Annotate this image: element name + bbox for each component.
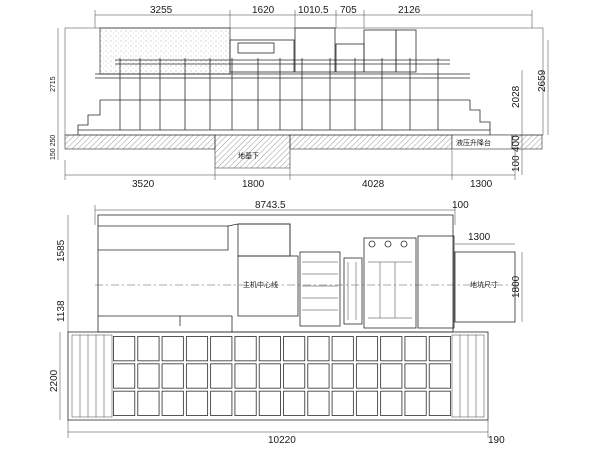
platform-cell	[355, 390, 379, 416]
plan-view: 8743.5 100 主机中心线	[56, 200, 523, 333]
label-lift: 液压升降台	[456, 138, 491, 147]
platform-cell	[331, 363, 354, 389]
main-frame-details	[302, 261, 412, 320]
platform-cell	[161, 390, 184, 416]
platform-cell	[380, 390, 403, 416]
platform-cell	[307, 363, 330, 389]
platform-cell	[185, 363, 209, 389]
dim-base-right-2: 100	[511, 155, 522, 172]
dim-platform-offset: 190	[488, 435, 505, 446]
dim-bottom-3: 4028	[362, 179, 385, 190]
platform-cell	[210, 363, 233, 389]
dim-top-4: 705	[340, 5, 357, 16]
platform-cell	[380, 363, 403, 389]
platform-cell	[331, 336, 354, 362]
platform-side-strip	[71, 334, 113, 418]
platform-cell	[210, 390, 233, 416]
platform-cell	[404, 390, 427, 416]
platform-cell	[428, 363, 451, 389]
platform-cell	[283, 363, 306, 389]
platform-cell	[258, 390, 281, 416]
dim-top-1: 3255	[150, 5, 173, 16]
platform-cell	[210, 336, 233, 362]
platform-cell	[113, 336, 136, 362]
dim-height-right-1: 2028	[511, 85, 522, 108]
platform-cell	[355, 336, 379, 362]
dim-base-left: 150 250	[50, 135, 57, 160]
platform-cell	[331, 390, 354, 416]
platform-cell	[283, 336, 306, 362]
platform-cell	[161, 336, 184, 362]
elevation-view: 3255 1620 1010.5 705 2126	[50, 5, 549, 190]
platform-cell	[428, 336, 451, 362]
dim-overall-offset: 100	[452, 200, 469, 211]
dim-bottom-2: 1800	[242, 179, 265, 190]
platform-cell	[234, 336, 257, 362]
platform-cell	[234, 363, 257, 389]
dim-top-3: 1010.5	[298, 5, 329, 16]
platform-cell	[234, 390, 257, 416]
platform-cell	[137, 336, 160, 362]
dim-bottom-1: 3520	[132, 179, 155, 190]
platform-cell	[307, 390, 330, 416]
platform-cell	[137, 390, 160, 416]
platform-cell	[307, 336, 330, 362]
dim-right-width: 1300	[468, 232, 491, 243]
platform-grid	[71, 334, 485, 418]
dim-platform-height: 2200	[49, 369, 60, 392]
platform-cell	[185, 336, 209, 362]
platform-cell	[380, 336, 403, 362]
platform-cell	[161, 363, 184, 389]
platform-cell	[404, 336, 427, 362]
platform-cell	[113, 363, 136, 389]
dim-platform-length: 10220	[268, 435, 296, 446]
label-pit: 地基下	[238, 151, 259, 160]
platform-cell	[113, 390, 136, 416]
label-pit-size: 地坑尺寸	[470, 280, 498, 289]
platform-cell	[258, 363, 281, 389]
platform-cell	[258, 336, 281, 362]
dim-overall-length: 8743.5	[255, 200, 286, 211]
dim-height-left: 2715	[50, 76, 57, 92]
dim-height-lower: 1138	[56, 300, 67, 322]
dim-base-right-1: 400	[511, 135, 522, 152]
platform-cell	[355, 363, 379, 389]
platform-cell	[137, 363, 160, 389]
dim-right-height: 1800	[511, 275, 522, 298]
platform-cell	[404, 363, 427, 389]
platform-cell	[428, 390, 451, 416]
label-center-line: 主机中心线	[243, 280, 278, 289]
platform-view: 2200 10220 190	[49, 331, 505, 446]
dim-top-5: 2126	[398, 5, 421, 16]
platform-cell	[283, 390, 306, 416]
dim-top-2: 1620	[252, 5, 275, 16]
dim-height-upper: 1585	[56, 239, 67, 262]
dim-height-right-2: 2659	[537, 69, 548, 92]
dim-bottom-4: 1300	[470, 179, 493, 190]
platform-cell	[185, 390, 209, 416]
